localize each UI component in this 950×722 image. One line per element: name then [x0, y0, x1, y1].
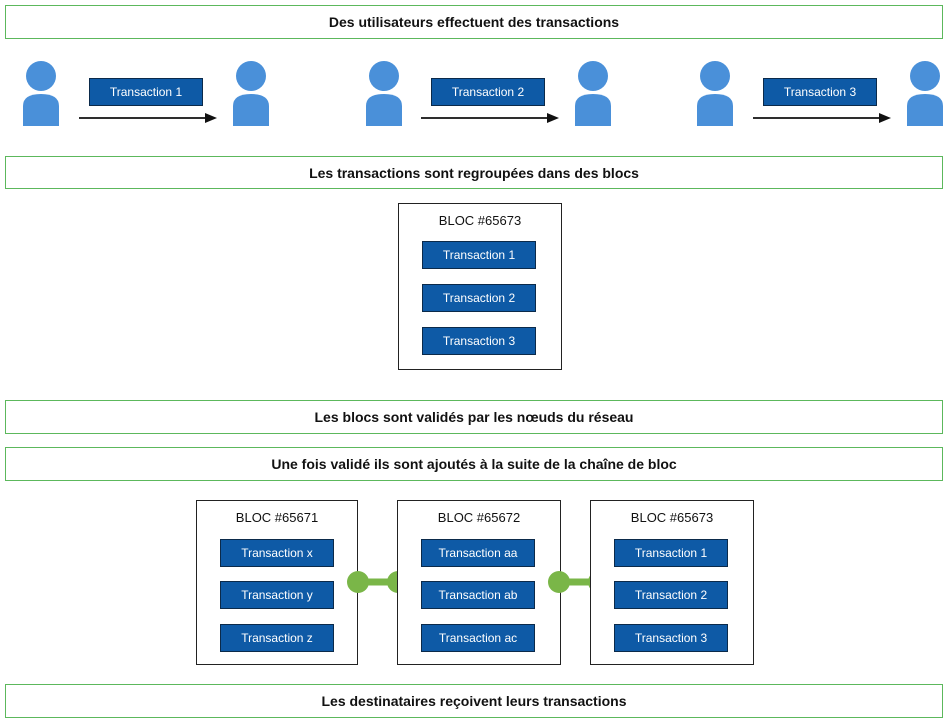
step-1-banner: Des utilisateurs effectuent des transact…: [5, 5, 943, 39]
block-transaction: Transaction 2: [614, 581, 728, 609]
block-transaction: Transaction 2: [422, 284, 536, 312]
block-title: BLOC #65671: [235, 510, 319, 525]
chain-block-3: BLOC #65673 Transaction 1 Transaction 2 …: [590, 500, 754, 665]
step-2-banner: Les transactions sont regroupées dans de…: [5, 156, 943, 189]
block-transaction: Transaction z: [220, 624, 334, 652]
transfer-arrow-icon: [753, 113, 891, 123]
user-transaction-1: Transaction 1: [89, 78, 203, 106]
sender-user-icon: [697, 61, 733, 126]
block-title: BLOC #65672: [437, 510, 521, 525]
step-4-banner: Une fois validé ils sont ajoutés à la su…: [5, 447, 943, 481]
block-title: BLOC #65673: [630, 510, 714, 525]
block-transaction: Transaction 3: [614, 624, 728, 652]
sender-user-icon: [23, 61, 59, 126]
user-transaction-3: Transaction 3: [763, 78, 877, 106]
step-2-text: Les transactions sont regroupées dans de…: [309, 164, 639, 181]
block-transaction: Transaction x: [220, 539, 334, 567]
block-transaction: Transaction 1: [422, 241, 536, 269]
step-1-text: Des utilisateurs effectuent des transact…: [328, 14, 620, 30]
block-transaction: Transaction ac: [421, 624, 535, 652]
block-transaction: Transaction aa: [421, 539, 535, 567]
block-transaction: Transaction y: [220, 581, 334, 609]
step-5-text: Les destinataires reçoivent leurs transa…: [321, 693, 627, 709]
step-3-banner: Les blocs sont validés par les nœuds du …: [5, 400, 943, 434]
receiver-user-icon: [907, 61, 943, 126]
step-3-text: Les blocs sont validés par les nœuds du …: [314, 409, 634, 425]
user-transaction-2: Transaction 2: [431, 78, 545, 106]
sender-user-icon: [366, 61, 402, 126]
block-transaction: Transaction 1: [614, 539, 728, 567]
transfer-arrow-icon: [421, 113, 559, 123]
chain-block-2: BLOC #65672 Transaction aa Transaction a…: [397, 500, 561, 665]
step-5-banner: Les destinataires reçoivent leurs transa…: [5, 684, 943, 718]
chain-block-1: BLOC #65671 Transaction x Transaction y …: [196, 500, 358, 665]
transfer-arrow-icon: [79, 113, 217, 123]
receiver-user-icon: [233, 61, 269, 126]
step-4-text: Une fois validé ils sont ajoutés à la su…: [271, 456, 677, 472]
block-title: BLOC #65673: [438, 213, 522, 228]
new-block: BLOC #65673 Transaction 1 Transaction 2 …: [398, 203, 562, 370]
block-transaction: Transaction ab: [421, 581, 535, 609]
receiver-user-icon: [575, 61, 611, 126]
block-transaction: Transaction 3: [422, 327, 536, 355]
